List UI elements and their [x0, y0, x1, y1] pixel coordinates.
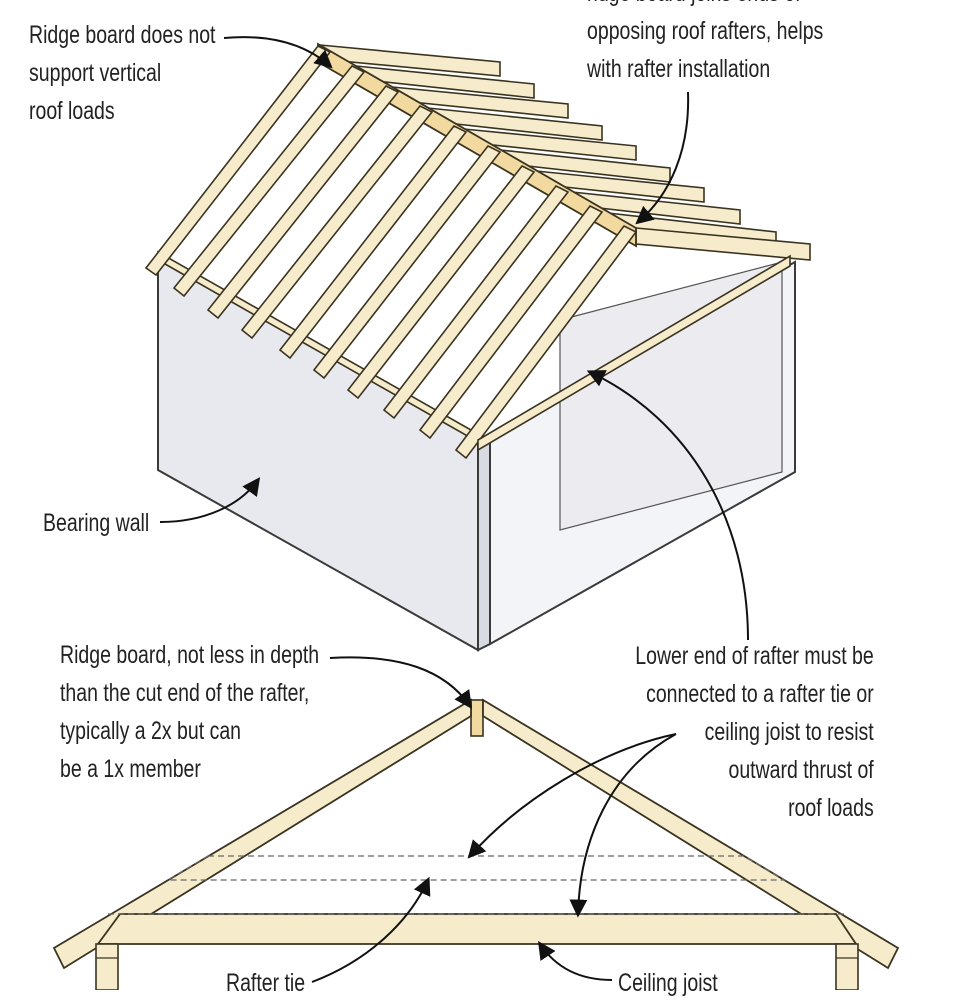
label-ceiling-joist: Ceiling joist — [618, 964, 718, 1002]
label-line: Bearing wall — [43, 509, 150, 537]
label-line: Ridge board, not less in depth — [60, 641, 320, 669]
left-wall-stud — [95, 943, 119, 990]
label-ridge-joins: ridge board joins ends of opposing roof … — [587, 0, 823, 88]
ceiling-joist — [96, 913, 858, 945]
label-line: roof loads — [788, 794, 874, 822]
label-line: connected to a rafter tie or — [646, 680, 874, 708]
label-line: ridge board joins ends of — [587, 0, 823, 12]
label-line: be a 1x member — [60, 755, 201, 783]
arrow-thrust-tie — [467, 733, 677, 859]
leader-arrows — [159, 36, 749, 983]
label-ridge-support: Ridge board does not support vertical ro… — [29, 16, 215, 130]
label-rafter-tie: Rafter tie — [226, 964, 305, 1002]
arrow-bearing-wall — [159, 477, 261, 523]
arrow-ceiling-joist — [538, 941, 613, 981]
near-rafters — [144, 44, 638, 460]
label-line: than the cut end of the rafter, — [60, 679, 310, 707]
label-line: roof loads — [29, 97, 115, 125]
label-lower-end: Lower end of rafter must be connected to… — [636, 637, 874, 827]
label-line: ceiling joist to resist — [704, 718, 874, 746]
right-wall-stud — [835, 943, 859, 990]
label-line: support vertical — [29, 59, 162, 87]
arrow-lower-end — [586, 370, 749, 641]
label-line: Lower end of rafter must be — [635, 642, 874, 670]
far-lower-rafter — [477, 254, 791, 452]
wall-end-edge — [477, 432, 491, 652]
label-line: Ceiling joist — [618, 969, 718, 997]
arrow-ridge-depth — [329, 656, 473, 709]
label-line: Rafter tie — [226, 969, 306, 997]
arrow-ridge-joins — [635, 91, 690, 225]
label-line: Ridge board does not — [29, 21, 216, 49]
left-rafter — [52, 698, 472, 970]
arrow-ridge-support — [223, 36, 333, 69]
label-line: typically a 2x but can — [60, 717, 242, 745]
arrow-rafter-tie — [311, 876, 431, 983]
rafter-tie — [165, 855, 787, 881]
far-wall-back — [559, 261, 783, 531]
label-ridge-depth: Ridge board, not less in depth than the … — [60, 636, 319, 788]
section-ridge-board — [470, 699, 484, 737]
label-line: outward thrust of — [728, 756, 874, 784]
label-line: opposing roof rafters, helps — [587, 17, 824, 45]
label-line: with rafter installation — [587, 55, 771, 83]
label-bearing-wall: Bearing wall — [43, 504, 149, 542]
arrow-thrust-joist — [569, 733, 677, 918]
isometric-roof-frame — [144, 42, 811, 652]
